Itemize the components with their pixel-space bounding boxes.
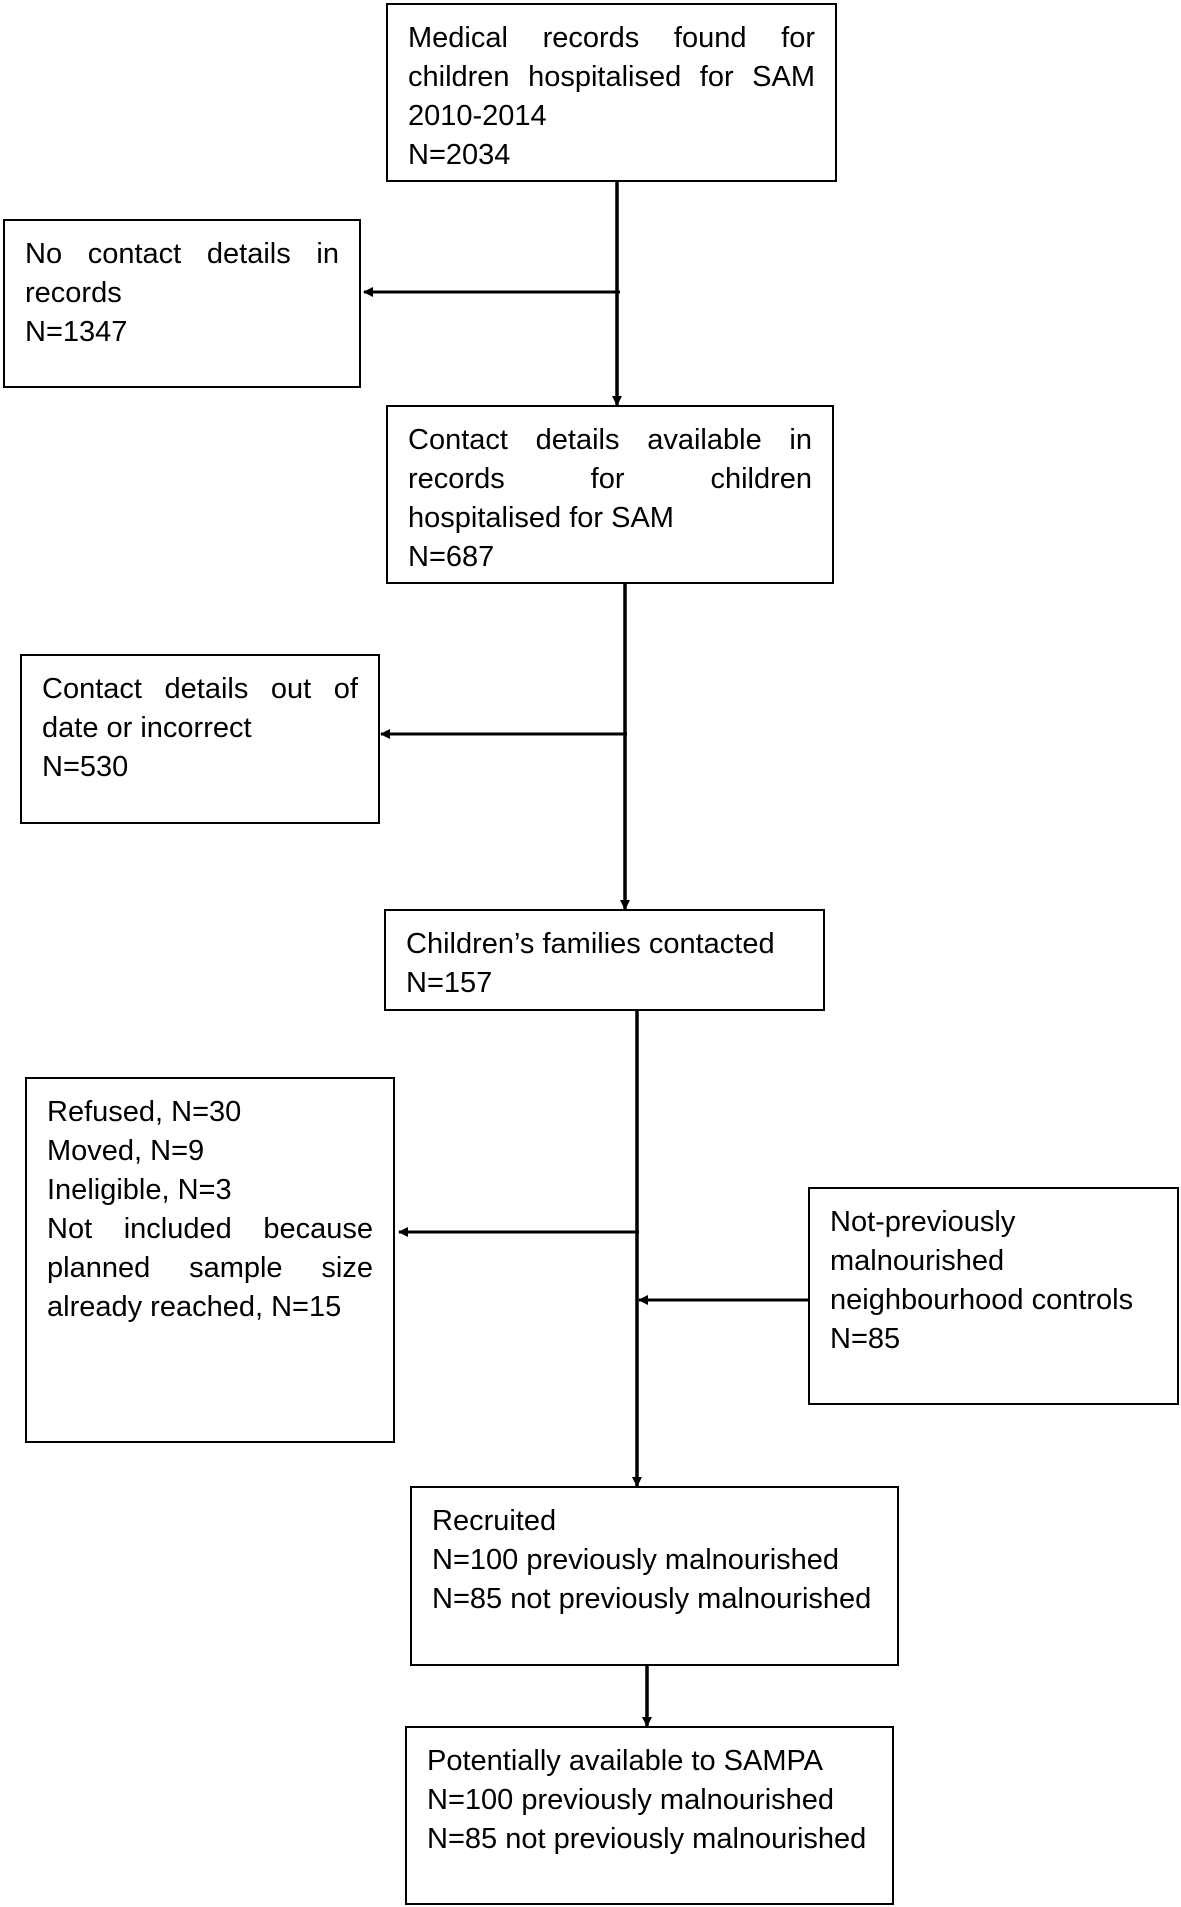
box-text-line: records bbox=[25, 277, 122, 309]
box-text-line: N=2034 bbox=[408, 139, 511, 171]
box-text-line: malnourished bbox=[830, 1245, 1005, 1277]
box-text-line: Potentially available to SAMPA bbox=[427, 1745, 824, 1777]
box-text-line: neighbourhood controls bbox=[830, 1284, 1134, 1316]
box-text-line: Contact details available in bbox=[408, 424, 812, 456]
box-contact-available: Contact details available in records for… bbox=[386, 405, 834, 584]
box-text-line: Medical records found for bbox=[408, 22, 815, 54]
box-text-line: 2010-2014 bbox=[408, 100, 547, 132]
box-no-contact: No contact details in records N=1347 bbox=[3, 219, 361, 388]
box-sampa: Potentially available to SAMPA N=100 pre… bbox=[405, 1726, 894, 1905]
box-text-line: N=100 previously malnourished bbox=[427, 1784, 835, 1816]
box-excluded: Refused, N=30 Moved, N=9 Ineligible, N=3… bbox=[25, 1077, 395, 1443]
box-text-line: Children’s families contacted bbox=[406, 928, 775, 960]
box-text-line: N=530 bbox=[42, 751, 129, 783]
box-text-line: date or incorrect bbox=[42, 712, 252, 744]
box-text-line: Refused, N=30 bbox=[47, 1096, 242, 1128]
box-text-line: planned sample size bbox=[47, 1252, 373, 1284]
box-text-line: hospitalised for SAM bbox=[408, 502, 674, 534]
box-families-contacted: Children’s families contacted N=157 bbox=[384, 909, 825, 1011]
box-text-line: children hospitalised for SAM bbox=[408, 61, 815, 93]
box-out-of-date: Contact details out of date or incorrect… bbox=[20, 654, 380, 824]
box-text-line: already reached, N=15 bbox=[47, 1291, 342, 1323]
box-text-line: Contact details out of bbox=[42, 673, 358, 705]
box-text-line: No contact details in bbox=[25, 238, 339, 270]
box-text-line: records for children bbox=[408, 463, 812, 495]
box-text-line: Not-previously bbox=[830, 1206, 1016, 1238]
box-text-line: N=687 bbox=[408, 541, 495, 573]
box-text-line: Recruited bbox=[432, 1505, 557, 1537]
box-recruited: Recruited N=100 previously malnourished … bbox=[410, 1486, 899, 1666]
box-text-line: N=1347 bbox=[25, 316, 128, 348]
box-controls: Not-previously malnourished neighbourhoo… bbox=[808, 1187, 1179, 1405]
box-text-line: N=100 previously malnourished bbox=[432, 1544, 840, 1576]
box-text-line: Moved, N=9 bbox=[47, 1135, 205, 1167]
box-text-line: N=85 not previously malnourished bbox=[427, 1823, 867, 1855]
box-text-line: Ineligible, N=3 bbox=[47, 1174, 232, 1206]
box-text-line: Not included because bbox=[47, 1213, 373, 1245]
box-text-line: N=85 bbox=[830, 1323, 901, 1355]
box-text-line: N=85 not previously malnourished bbox=[432, 1583, 872, 1615]
box-medical-records: Medical records found for children hospi… bbox=[386, 3, 837, 182]
box-text-line: N=157 bbox=[406, 967, 493, 999]
